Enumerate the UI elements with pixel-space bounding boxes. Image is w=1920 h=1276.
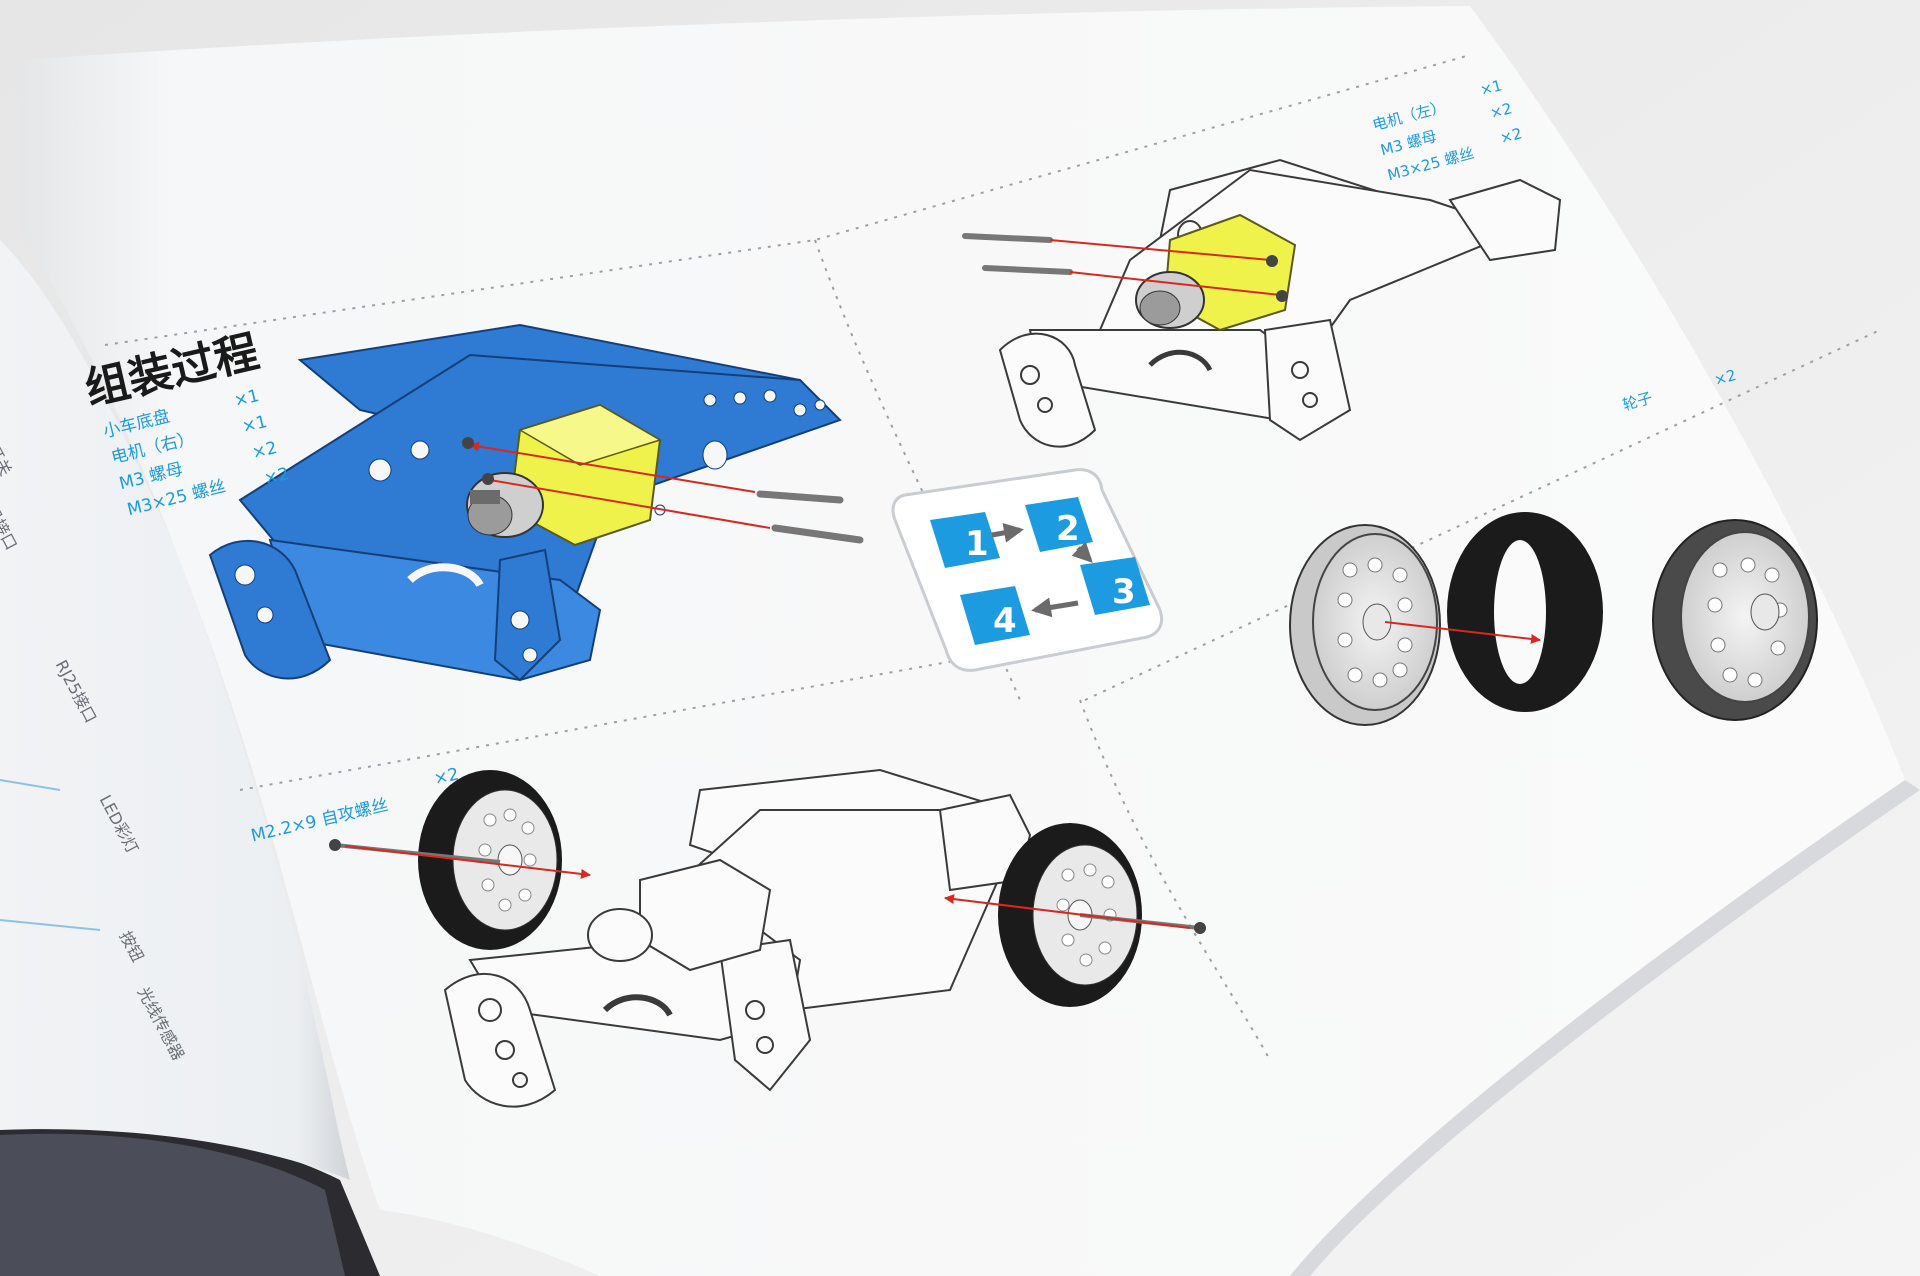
step4-left-wheel — [329, 770, 591, 950]
step2-motor — [1135, 213, 1297, 332]
step2-screws — [962, 233, 1288, 302]
step-order-badge: 1 2 3 4 — [891, 468, 1164, 672]
badge-step-3: 3 — [1080, 557, 1150, 615]
step4-motor-outline — [587, 858, 772, 972]
badge-step-4: 4 — [960, 586, 1030, 645]
svg-text:2: 2 — [1056, 509, 1080, 549]
badge-step-1: 1 — [930, 512, 1000, 568]
left-page — [0, 240, 350, 1180]
step3-wheel — [1289, 512, 1818, 726]
svg-text:1: 1 — [965, 524, 989, 564]
svg-text:4: 4 — [993, 601, 1017, 641]
step1-blue-chassis — [208, 323, 864, 682]
step4-right-wheel — [944, 823, 1206, 1007]
badge-step-2: 2 — [1025, 497, 1093, 552]
svg-text:3: 3 — [1112, 572, 1136, 612]
